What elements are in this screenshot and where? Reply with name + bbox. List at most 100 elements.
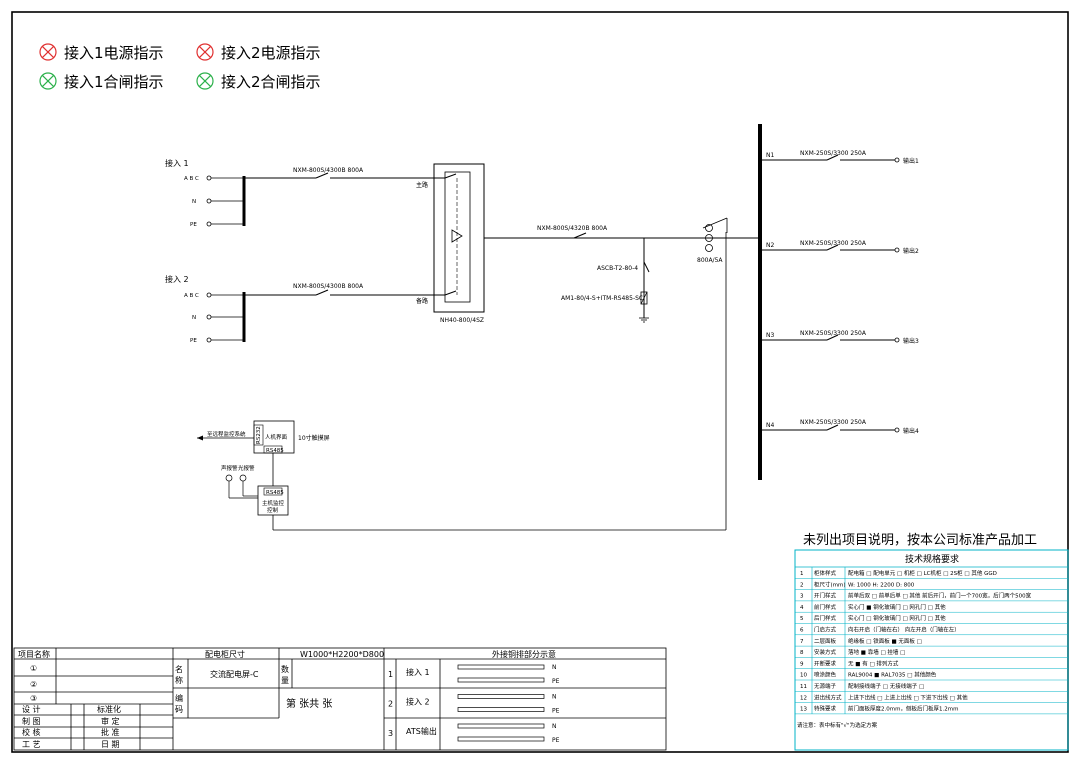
bus-row-name: 接入 1 xyxy=(406,667,430,677)
input-1-route-label: 主路 xyxy=(416,181,428,189)
spec-row-content: 实心门 □ 钢化玻璃门 □ 网孔门 □ 其他 xyxy=(848,614,946,622)
indicator-label-2: 接入2电源指示 xyxy=(221,44,321,62)
bus-pe-label: PE xyxy=(552,737,560,744)
spec-row-content: 无 ■ 有 □ 排列方式 xyxy=(848,659,899,667)
tb-circled-3: ③ xyxy=(30,694,37,703)
spec-row-number: 10 xyxy=(800,673,807,679)
ats-main-contact xyxy=(444,173,457,179)
tb-cabinet-size-label: 配电柜尺寸 xyxy=(205,649,245,659)
output-feeder-4: N4 NXM-250S/3300 250A 输出4 xyxy=(760,419,919,435)
tb-name-value: 交流配电屏-C xyxy=(210,669,259,679)
input-2-title: 接入 2 xyxy=(165,274,189,284)
output-4-tag: N4 xyxy=(766,422,774,429)
input-2-terminals xyxy=(206,292,244,343)
ats-inner-box xyxy=(444,171,471,303)
input-2-breaker-contact xyxy=(315,289,329,296)
spec-row-content: 配电箱 □ 配电单元 □ 机柜 □ LC机柜 □ 2S柜 □ 其他 GGD xyxy=(848,569,997,577)
tb-std: 标准化 xyxy=(97,704,121,714)
bus-bar-n xyxy=(457,664,545,670)
spec-row-content: 向右开启（门轴在右） 向左开启（门轴在左） xyxy=(848,626,960,634)
tb-row-2-left: 制 图 xyxy=(22,716,41,726)
meter-symbol-slash xyxy=(640,291,648,305)
output-4-label: 输出4 xyxy=(903,427,919,435)
indicator-label-3: 接入1合闸指示 xyxy=(64,73,164,91)
tb-qty-label: 数 xyxy=(281,664,289,674)
input-1-breaker-label: NXM-800S/4300B 800A xyxy=(293,167,364,174)
bus-bar-pe xyxy=(457,677,545,683)
main-breaker-label: NXM-800S/4320B 800A xyxy=(537,225,608,232)
spec-row-content: 绝缘板 □ 铁面板 ■ 无面板 □ xyxy=(848,637,922,645)
ct-symbol xyxy=(702,217,728,252)
bus-row-name: 接入 2 xyxy=(406,697,430,707)
bus-n-label: N xyxy=(552,723,557,730)
ats-actuator-triangle xyxy=(451,229,463,243)
spec-row-item: 进出线方式 xyxy=(814,693,842,701)
bus-row-name: ATS输出 xyxy=(406,726,437,736)
hmi-label: 人机界面 xyxy=(265,433,288,441)
tb-circled-1: ① xyxy=(30,664,37,673)
spec-row-content: W: 1000 H: 2200 D: 800 xyxy=(848,582,915,588)
hmi-rs232-port xyxy=(253,424,264,446)
spd-contact xyxy=(643,261,650,273)
tb-circled-2: ② xyxy=(30,680,37,689)
spec-row-content: 前单后双 □ 前单后单 □ 其他 前后开门，前门一个700宽，后门两个500宽 xyxy=(848,592,1032,600)
main-controller-label-1: 主机监控 xyxy=(262,499,285,507)
spec-row-number: 13 xyxy=(800,707,807,713)
tb-cabinet-size: W1000*H2200*D800 xyxy=(300,650,384,659)
input-2-phase-pe: PE xyxy=(190,338,197,344)
remote-label: 至远程监控系统 xyxy=(207,430,246,438)
output-2-tag: N2 xyxy=(766,242,774,249)
output-3-breaker-label: NXM-250S/3300 250A xyxy=(800,330,867,337)
main-controller-box xyxy=(257,485,289,516)
sound-alarm-label: 声报警 xyxy=(221,464,238,472)
input-1-phase-pe: PE xyxy=(190,222,197,228)
tb-row-2-right: 审 定 xyxy=(101,716,120,726)
spec-row-item: 柜体样式 xyxy=(814,569,837,577)
bus-bar-n xyxy=(457,694,545,699)
spec-row-content: 实心门 ■ 钢化玻璃门 □ 网孔门 □ 其他 xyxy=(848,603,946,611)
spec-row-number: 2 xyxy=(800,582,804,588)
input-1-breaker-contact xyxy=(315,172,329,179)
spec-row-number: 5 xyxy=(800,616,804,622)
output-3-label: 输出3 xyxy=(903,337,919,345)
indicator-lamp-2 xyxy=(196,43,214,61)
input-2-phase-abc: A B C xyxy=(184,293,199,299)
spec-row-content: 配制接线端子 □ 无接线端子 □ xyxy=(848,682,924,690)
spec-row-item: 安装方式 xyxy=(814,648,837,656)
spec-row-item: 柜尺寸(mm) xyxy=(814,580,846,588)
title-block xyxy=(13,647,667,751)
output-1-breaker-label: NXM-250S/3300 250A xyxy=(800,150,867,157)
bus-n-label: N xyxy=(552,664,557,671)
input-1-phase-n: N xyxy=(192,199,196,205)
bus-bar-n xyxy=(457,723,545,729)
spec-footnote: 请注意：表中标有"√"为选定方案 xyxy=(797,721,878,729)
bus-row-number: 3 xyxy=(388,729,393,738)
spec-row-number: 1 xyxy=(800,571,804,577)
spec-row-number: 8 xyxy=(800,650,804,656)
main-controller-rs485-port xyxy=(263,487,283,496)
spec-row-number: 6 xyxy=(800,628,804,634)
bus-row-number: 1 xyxy=(388,670,393,679)
bus-bar-pe xyxy=(457,736,545,742)
ct-label: 800A/5A xyxy=(697,257,723,264)
output-4-breaker-label: NXM-250S/3300 250A xyxy=(800,419,867,426)
spec-row-number: 7 xyxy=(800,639,804,645)
spec-row-item: 前门样式 xyxy=(814,603,837,611)
spec-row-number: 3 xyxy=(800,594,804,600)
meter-label: AM1-80/4-S+ITM-RS485-SC xyxy=(561,295,643,302)
light-alarm-label: 光报警 xyxy=(238,464,255,472)
spec-row-item: 特殊要求 xyxy=(814,705,837,713)
output-1-label: 输出1 xyxy=(903,157,919,165)
tb-bus-title: 外接铜排部分示意 xyxy=(492,649,556,659)
spec-row-item: 后门样式 xyxy=(814,614,837,622)
tb-row-3-right: 批 准 xyxy=(101,727,120,737)
input-2-breaker-label: NXM-800S/4300B 800A xyxy=(293,283,364,290)
alarm-icon xyxy=(225,474,258,499)
main-breaker-contact xyxy=(573,232,587,239)
main-controller-rs485-label: RS485 xyxy=(266,490,284,496)
bus-row-number: 2 xyxy=(388,700,393,709)
ground-symbol xyxy=(639,317,649,323)
touchscreen-label: 10寸触摸屏 xyxy=(298,434,330,442)
